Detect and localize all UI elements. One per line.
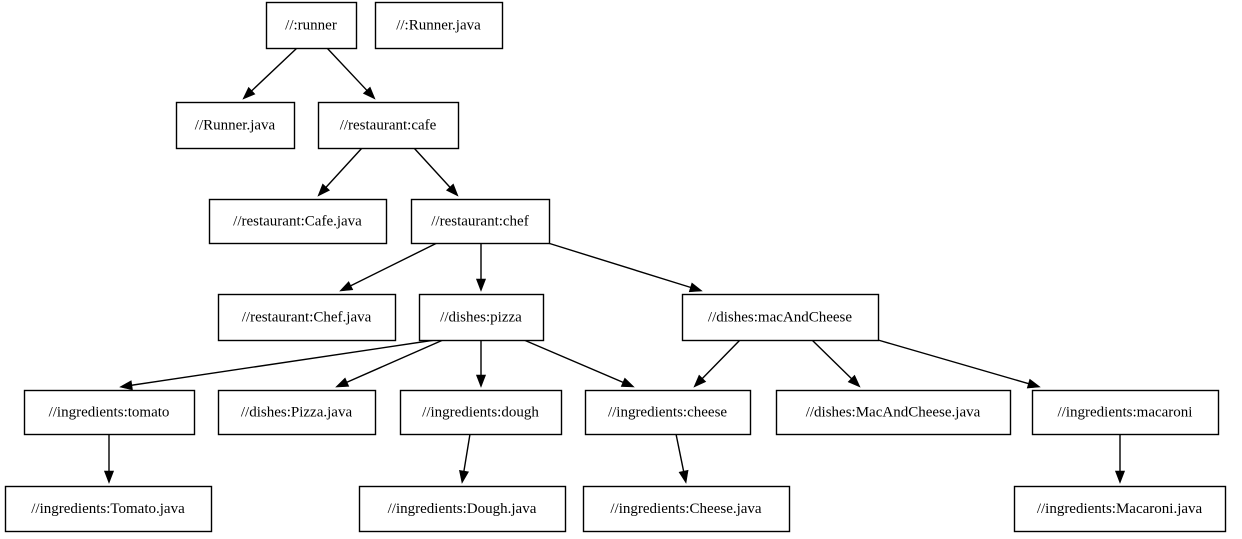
arrowhead-icon — [335, 377, 350, 388]
node-box[interactable] — [374, 1, 504, 50]
node-label: //ingredients:Macaroni.java — [1037, 501, 1203, 517]
graph-node-ing_dough_java[interactable]: //ingredients:Dough.java — [358, 485, 567, 533]
graph-node-runner[interactable]: //:runner — [265, 1, 358, 50]
graph-node-restaurant_chef_java[interactable]: //restaurant:Chef.java — [217, 293, 397, 342]
edge-ing_dough-to-ing_dough_java — [462, 433, 471, 474]
graph-node-dishes_pizza[interactable]: //dishes:pizza — [418, 293, 545, 342]
node-box[interactable] — [775, 389, 1012, 436]
arrowhead-icon — [317, 183, 331, 197]
graph-node-ing_macaroni_java[interactable]: //ingredients:Macaroni.java — [1013, 485, 1227, 533]
nodes-layer: //:runner //:Runner.java //Runner.java //re… — [4, 1, 1227, 533]
arrowhead-icon — [242, 86, 256, 100]
arrowhead-icon — [620, 377, 635, 388]
node-box[interactable] — [582, 485, 791, 533]
node-label: //ingredients:Tomato.java — [31, 501, 185, 517]
node-box[interactable] — [265, 1, 358, 50]
graph-node-restaurant_cafe_java[interactable]: //restaurant:Cafe.java — [208, 198, 388, 245]
edge-dishes_pizza-to-ing_tomato — [129, 339, 436, 387]
arrowhead-icon — [693, 374, 707, 388]
arrowhead-icon — [475, 278, 487, 292]
node-label: //restaurant:Cafe.java — [233, 213, 362, 229]
node-box[interactable] — [410, 198, 551, 245]
arrowhead-icon — [339, 281, 354, 292]
node-box[interactable] — [681, 293, 880, 342]
node-box[interactable] — [175, 101, 296, 150]
node-box[interactable] — [1013, 485, 1227, 533]
arrowhead-icon — [475, 374, 487, 388]
edge-dishes_macandcheese-to-ing_cheese — [700, 339, 741, 381]
arrowhead-icon — [1114, 470, 1126, 484]
graph-node-runner_java[interactable]: //Runner.java — [175, 101, 296, 150]
edge-runner-to-restaurant_cafe — [326, 47, 369, 93]
arrowhead-icon — [678, 469, 689, 484]
node-label: //restaurant:chef — [431, 213, 528, 229]
arrowhead-icon — [362, 86, 376, 100]
node-label: //Runner.java — [195, 117, 276, 133]
node-label: //dishes:Pizza.java — [241, 404, 353, 420]
node-label: //:Runner.java — [396, 17, 481, 33]
edge-restaurant_cafe-to-restaurant_cafe_java — [324, 147, 363, 190]
node-label: //restaurant:cafe — [340, 117, 437, 133]
node-label: //ingredients:dough — [422, 404, 539, 420]
edge-dishes_pizza-to-dishes_pizza_java — [344, 339, 444, 384]
graph-node-restaurant_chef[interactable]: //restaurant:chef — [410, 198, 551, 245]
arrowhead-icon — [688, 282, 703, 293]
graph-node-ing_dough[interactable]: //ingredients:dough — [399, 389, 563, 436]
node-box[interactable] — [217, 293, 397, 342]
arrowhead-icon — [119, 380, 133, 391]
node-box[interactable] — [418, 293, 545, 342]
edge-dishes_macandcheese-to-ing_macaroni — [877, 339, 1031, 385]
arrowhead-icon — [103, 470, 115, 484]
edge-dishes_macandcheese-to-dishes_macandcheese_java — [811, 339, 854, 381]
arrowhead-icon — [847, 374, 861, 388]
node-box[interactable] — [23, 389, 196, 436]
graph-node-ing_macaroni[interactable]: //ingredients:macaroni — [1031, 389, 1220, 436]
node-label: //ingredients:Dough.java — [388, 501, 537, 517]
node-label: //dishes:MacAndCheese.java — [806, 404, 981, 420]
node-box[interactable] — [217, 389, 377, 436]
node-label: //ingredients:tomato — [49, 404, 170, 420]
graph-node-ing_tomato_java[interactable]: //ingredients:Tomato.java — [4, 485, 213, 533]
arrowhead-icon — [445, 183, 459, 197]
graph-node-dishes_macandcheese[interactable]: //dishes:macAndCheese — [681, 293, 880, 342]
node-box[interactable] — [4, 485, 213, 533]
arrowhead-icon — [1026, 378, 1041, 389]
graph-node-runner_java_root[interactable]: //:Runner.java — [374, 1, 504, 50]
node-label: //dishes:pizza — [440, 309, 522, 325]
node-box[interactable] — [358, 485, 567, 533]
edge-restaurant_chef-to-restaurant_chef_java — [348, 242, 438, 288]
edge-restaurant_cafe-to-restaurant_chef — [413, 147, 452, 190]
graph-node-dishes_pizza_java[interactable]: //dishes:Pizza.java — [217, 389, 377, 436]
graph-node-ing_tomato[interactable]: //ingredients:tomato — [23, 389, 196, 436]
edge-restaurant_chef-to-dishes_macandcheese — [547, 242, 693, 289]
edge-ing_cheese-to-ing_cheese_java — [675, 433, 685, 474]
arrowhead-icon — [459, 470, 469, 484]
graph-node-dishes_macandcheese_java[interactable]: //dishes:MacAndCheese.java — [775, 389, 1012, 436]
node-box[interactable] — [208, 198, 388, 245]
node-box[interactable] — [584, 389, 752, 436]
node-label: //restaurant:Chef.java — [242, 309, 372, 325]
node-label: //dishes:macAndCheese — [708, 309, 852, 325]
graph-node-restaurant_cafe[interactable]: //restaurant:cafe — [317, 101, 460, 150]
node-label: //:runner — [285, 17, 337, 33]
node-label: //ingredients:macaroni — [1058, 404, 1193, 420]
graph-node-ing_cheese[interactable]: //ingredients:cheese — [584, 389, 752, 436]
edge-runner-to-runner_java — [249, 47, 298, 93]
node-box[interactable] — [1031, 389, 1220, 436]
node-box[interactable] — [317, 101, 460, 150]
node-label: //ingredients:cheese — [608, 404, 727, 420]
node-label: //ingredients:Cheese.java — [610, 501, 762, 517]
node-box[interactable] — [399, 389, 563, 436]
edges-layer — [103, 47, 1126, 484]
edge-dishes_pizza-to-ing_cheese — [523, 339, 626, 384]
graph-node-ing_cheese_java[interactable]: //ingredients:Cheese.java — [582, 485, 791, 533]
